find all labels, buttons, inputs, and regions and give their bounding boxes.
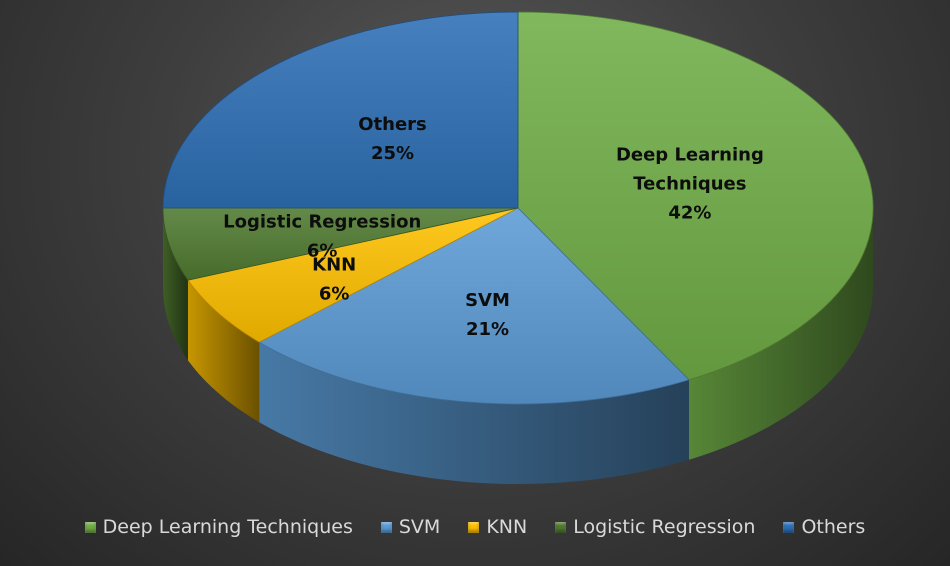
pie-slice[interactable] — [162, 207, 519, 281]
legend-label: KNN — [486, 516, 528, 538]
pie-side-wall — [163, 208, 188, 361]
pie-side-walls — [163, 208, 873, 484]
legend-label: Deep Learning Techniques — [102, 516, 353, 538]
legend-swatch — [84, 521, 96, 533]
legend-item[interactable]: Others — [783, 516, 865, 538]
pie-slice[interactable] — [258, 207, 690, 405]
legend-item[interactable]: KNN — [468, 516, 527, 538]
legend-swatch — [555, 521, 567, 533]
legend-swatch — [783, 521, 795, 533]
pie-slice[interactable] — [162, 11, 519, 209]
pie-side-wall — [689, 208, 873, 460]
legend-swatch — [468, 521, 480, 533]
pie-top-faces — [162, 11, 874, 405]
legend-label: SVM — [398, 516, 441, 538]
chart-legend: Deep Learning Techniques SVM KNN Logisti… — [0, 512, 950, 542]
legend-swatch — [380, 521, 392, 533]
legend-item[interactable]: Logistic Regression — [555, 516, 755, 538]
legend-label: Others — [801, 516, 866, 538]
pie-side-wall — [187, 280, 260, 423]
pie-slice[interactable] — [517, 11, 874, 381]
legend-item[interactable]: Deep Learning Techniques — [84, 516, 353, 538]
pie-slice[interactable] — [187, 207, 519, 343]
legend-item[interactable]: SVM — [380, 516, 441, 538]
legend-label: Logistic Regression — [573, 516, 756, 538]
pie-side-wall — [259, 342, 689, 484]
